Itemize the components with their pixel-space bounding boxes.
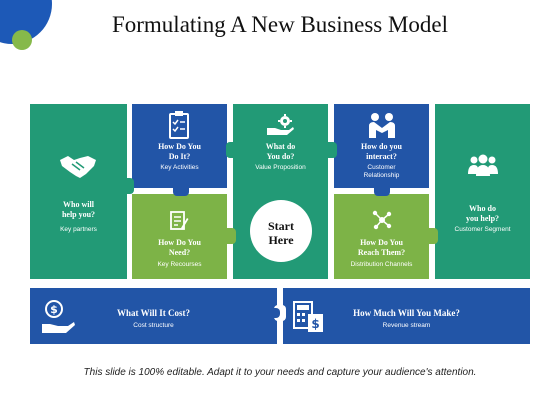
puzzle-tab <box>173 184 189 196</box>
cost-structure-block: $ What Will It Cost? Cost structure <box>30 288 277 344</box>
network-nodes-icon <box>372 210 392 230</box>
revenue-stream-block: $ How Much Will You Make? Revenue stream <box>283 288 530 344</box>
puzzle-tab <box>374 184 390 196</box>
people-handshake-icon <box>369 113 395 138</box>
key-partners-subtitle: Key partners <box>60 226 97 233</box>
channels-subtitle: Distribution Channels <box>350 261 413 268</box>
customer-relationship-subtitle: Customer Relationship <box>363 164 400 179</box>
slide-title: Formulating A New Business Model <box>111 12 449 37</box>
key-partners-block: Who will help you? Key partners <box>30 104 127 279</box>
group-people-icon <box>468 154 498 176</box>
key-activities-block: How Do You Do It? Key Activities <box>132 104 227 188</box>
customer-segment-block: Who do you help? Customer Segment <box>435 104 530 279</box>
key-activities-subtitle: Key Activities <box>160 164 199 171</box>
customer-segment-subtitle: Customer Segment <box>454 226 511 233</box>
key-partners-title: Who will help you? <box>61 200 96 219</box>
revenue-stream-subtitle: Revenue stream <box>382 322 431 329</box>
key-activities-title: How Do You Do It? <box>158 142 201 161</box>
start-here-circle: Start Here <box>250 200 312 262</box>
value-proposition-subtitle: Value Proposition <box>255 164 306 171</box>
handshake-icon <box>60 156 96 178</box>
hand-gear-icon <box>267 114 294 135</box>
key-resources-subtitle: Key Recourses <box>157 261 202 268</box>
channels-title: How Do You Reach Them? <box>357 238 406 257</box>
puzzle-tab <box>226 142 236 158</box>
key-resources-block: How Do You Need? Key Recourses <box>132 194 227 279</box>
puzzle-tab <box>224 228 236 244</box>
clipboard-checklist-icon <box>169 111 189 139</box>
svg-text:$: $ <box>311 317 319 331</box>
puzzle-tab <box>426 228 438 244</box>
puzzle-tab <box>325 142 337 158</box>
customer-segment-title: Who do you help? <box>465 204 500 223</box>
revenue-stream-title: How Much Will You Make? <box>353 308 460 318</box>
svg-text:$: $ <box>50 303 58 316</box>
cost-structure-title: What Will It Cost? <box>117 308 190 318</box>
corner-decoration-small-circle <box>12 30 32 50</box>
value-proposition-title: What do You do? <box>265 142 296 161</box>
puzzle-tab <box>124 178 134 194</box>
customer-relationship-block: How do you interact? Customer Relationsh… <box>334 104 429 188</box>
start-here-label: Start Here <box>268 219 294 247</box>
channels-block: How Do You Reach Them? Distribution Chan… <box>334 194 429 279</box>
hand-dollar-icon: $ <box>42 300 75 333</box>
key-resources-title: How Do You Need? <box>158 238 201 257</box>
puzzle-tab <box>271 308 280 318</box>
document-edit-icon <box>170 211 189 230</box>
customer-relationship-title: How do you interact? <box>361 142 402 161</box>
cost-structure-subtitle: Cost structure <box>133 322 174 329</box>
footer-note: This slide is 100% editable. Adapt it to… <box>83 367 477 378</box>
calculator-dollar-icon: $ <box>293 301 323 332</box>
